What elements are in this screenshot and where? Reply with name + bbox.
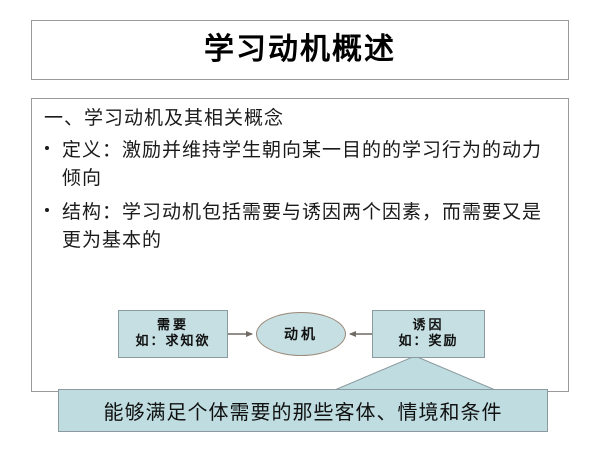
slide-title-box: 学习动机概述 bbox=[31, 20, 569, 80]
callout-box: 能够满足个体需要的那些客体、情境和条件 bbox=[58, 389, 548, 432]
diagram-node-motive: 动机 bbox=[256, 312, 346, 356]
bullet-dot-icon bbox=[45, 145, 49, 150]
diagram-node-need-example: 如：求知欲 bbox=[135, 334, 211, 349]
diagram-node-incentive-example: 如：奖励 bbox=[398, 334, 459, 349]
list-item: 定义：激励并维持学生朝向某一目的的学习行为的动力倾向 bbox=[42, 136, 560, 192]
bullet-dot-icon bbox=[45, 208, 49, 213]
list-item-label: 定义：激励并维持学生朝向某一目的的学习行为的动力倾向 bbox=[62, 138, 543, 190]
diagram-node-motive-label: 动机 bbox=[284, 327, 318, 343]
page-title: 学习动机概述 bbox=[204, 32, 396, 67]
list-item-label: 结构：学习动机包括需要与诱因两个因素，而需要又是更为基本的 bbox=[62, 201, 543, 252]
diagram-node-incentive-title: 诱因 bbox=[412, 317, 445, 333]
content-text-block: 一、学习动机及其相关概念 定义：激励并维持学生朝向某一目的的学习行为的动力倾向 … bbox=[42, 105, 560, 260]
callout-text: 能够满足个体需要的那些客体、情境和条件 bbox=[103, 400, 503, 424]
diagram-node-incentive: 诱因 如：奖励 bbox=[372, 310, 485, 358]
diagram-node-need-title: 需要 bbox=[156, 317, 189, 333]
list-item: 结构：学习动机包括需要与诱因两个因素，而需要又是更为基本的 bbox=[42, 198, 560, 254]
diagram-node-need: 需要 如：求知欲 bbox=[118, 310, 228, 358]
section-heading: 一、学习动机及其相关概念 bbox=[44, 107, 285, 129]
